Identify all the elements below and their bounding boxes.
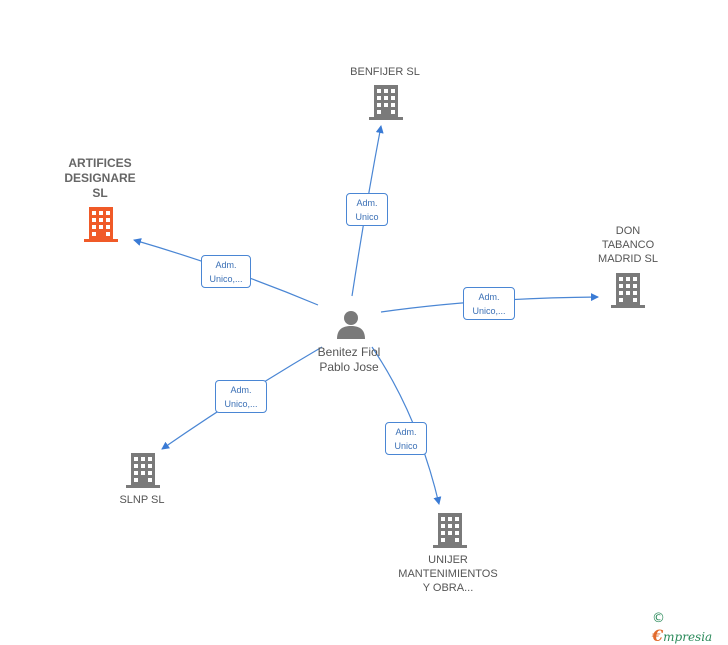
company-name-artifices[interactable]: ARTIFICES DESIGNARE SL [64,156,136,200]
company-name-benfijer[interactable]: BENFIJER SL [350,66,420,78]
building-icon[interactable] [433,512,467,548]
person-icon[interactable] [336,309,366,339]
company-name-don-tabanco[interactable]: DON TABANCO MADRID SL [598,225,658,265]
edge-label-artifices[interactable]: Adm. Unico,... [201,255,251,288]
building-icon-highlighted[interactable] [84,206,118,242]
brand-initial: € [652,626,664,645]
person-name[interactable]: Benitez Fiol Pablo Jose [317,345,381,374]
edge-label-benfijer[interactable]: Adm. Unico [346,193,388,226]
brand-name: mpresia [663,630,713,644]
building-icon[interactable] [611,272,645,308]
edge-label-slnp[interactable]: Adm. Unico,... [215,380,267,413]
copyright-symbol: © [652,611,665,626]
empresia-logo[interactable]: © €mpresia [652,611,728,645]
edge-label-unijer[interactable]: Adm. Unico [385,422,427,455]
edge-unijer [371,346,442,505]
company-name-slnp[interactable]: SLNP SL [119,494,165,506]
company-name-unijer[interactable]: UNIJER MANTENIMIENTOS Y OBRA... [398,554,498,594]
building-icon[interactable] [126,452,160,488]
building-icon[interactable] [369,84,403,120]
edge-label-don-tabanco[interactable]: Adm. Unico,... [463,287,515,320]
